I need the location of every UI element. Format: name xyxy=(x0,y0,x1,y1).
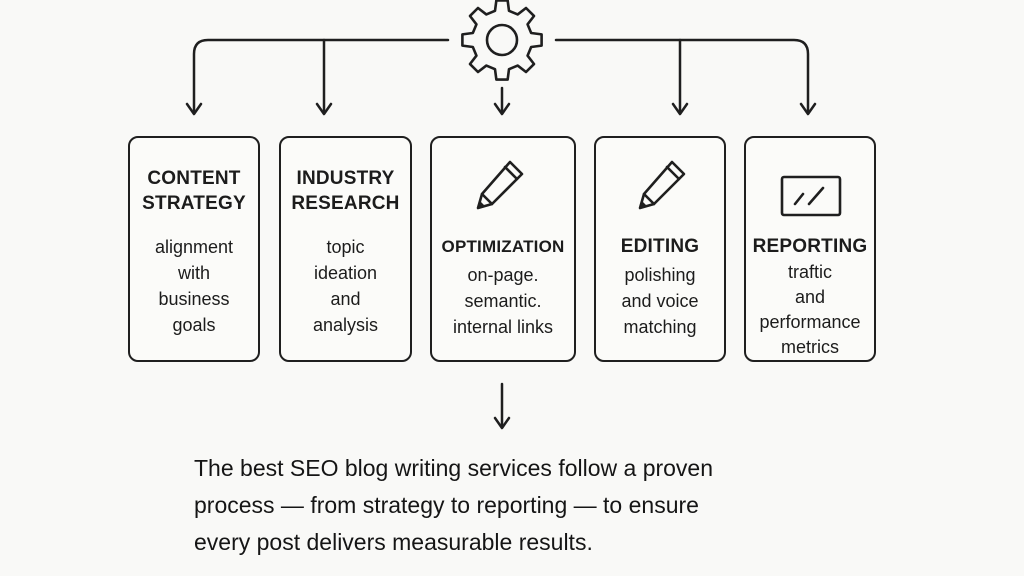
step-card-content-strategy: CONTENT STRATEGY alignment with business… xyxy=(128,136,260,362)
chart-icon xyxy=(780,175,842,217)
pencil-icon xyxy=(476,160,524,210)
step-card-editing: EDITING polishing and voice matching xyxy=(594,136,726,362)
step-description: traftic and performance metrics xyxy=(759,262,861,357)
connector-to-reporting xyxy=(554,38,810,114)
step-title: REPORTING xyxy=(752,236,868,257)
arrowhead xyxy=(315,102,333,116)
step-description: on-page. semantic. internal links xyxy=(452,265,554,337)
step-card-industry-research: INDUSTRY RESEARCH topic ideation and ana… xyxy=(279,136,412,362)
connector-to-content-strategy xyxy=(192,38,450,114)
arrowhead xyxy=(185,102,203,116)
step-description: alignment with business goals xyxy=(154,237,234,335)
step-card-optimization: OPTIMIZATION on-page. semantic. internal… xyxy=(430,136,576,362)
step-title: INDUSTRY RESEARCH xyxy=(291,168,400,214)
arrowhead xyxy=(799,102,817,116)
arrowhead xyxy=(493,416,511,430)
pencil-icon xyxy=(638,160,686,210)
step-title: CONTENT STRATEGY xyxy=(142,168,246,214)
step-title: OPTIMIZATION xyxy=(441,237,565,256)
step-description: topic ideation and analysis xyxy=(312,237,379,335)
arrowhead xyxy=(671,102,689,116)
step-title: EDITING xyxy=(620,236,700,257)
caption-text: The best SEO blog writing services follo… xyxy=(194,455,714,555)
step-card-reporting: REPORTING traftic and performance metric… xyxy=(744,136,876,362)
arrowhead xyxy=(493,102,511,116)
gear-icon xyxy=(461,0,543,81)
step-description: polishing and voice matching xyxy=(621,265,699,337)
